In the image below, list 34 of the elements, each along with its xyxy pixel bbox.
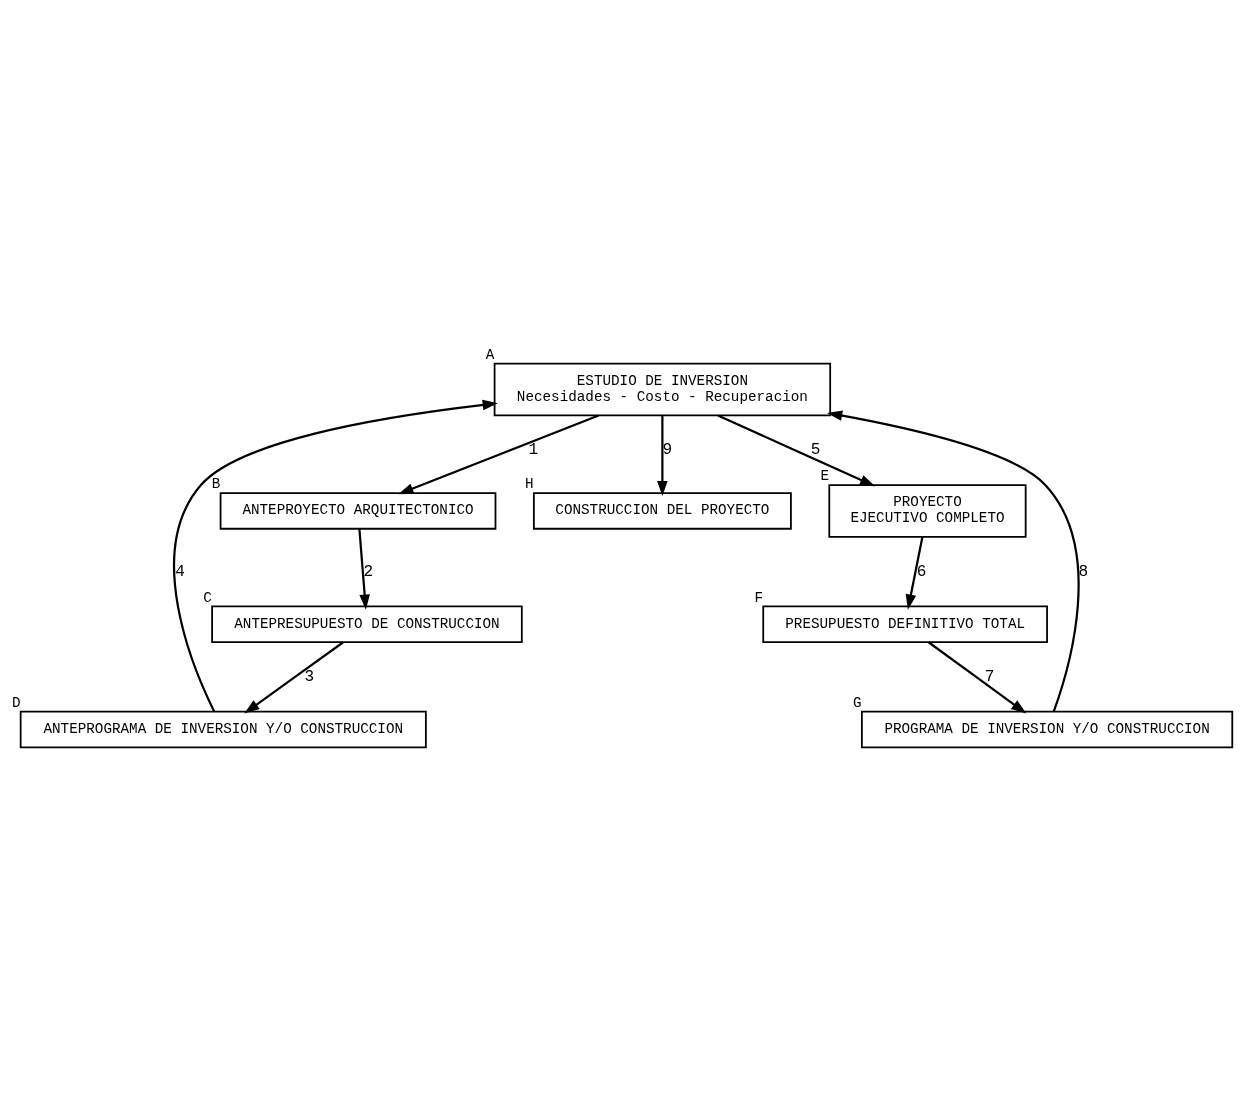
node-label: C <box>203 589 212 606</box>
node-label: F <box>754 589 764 606</box>
arrow <box>827 409 1080 712</box>
node-label: G <box>853 694 862 711</box>
edge-label: 4 <box>175 562 185 581</box>
edge-label: 7 <box>984 667 995 686</box>
node-box: PROYECTO EJECUTIVO COMPLETO <box>828 483 1027 538</box>
arrow <box>717 413 876 486</box>
node-box: ANTEPROGRAMA DE INVERSION Y/O CONSTRUCCION <box>19 710 427 748</box>
arrow <box>927 640 1027 714</box>
arrow <box>244 640 344 714</box>
node-label: B <box>211 475 221 492</box>
node-label: H <box>525 475 534 492</box>
arrow <box>358 528 370 610</box>
node-box: ESTUDIO DE INVERSION Necesidades - Costo - Recuperacion <box>493 362 832 416</box>
edge-label: 5 <box>810 440 821 459</box>
edge-label: 6 <box>916 562 927 581</box>
edge-label: 3 <box>304 667 315 686</box>
arrow <box>398 413 599 494</box>
node-label: D <box>11 694 21 711</box>
edge-label: 2 <box>363 562 374 581</box>
node-box: ANTEPROYECTO ARQUITECTONICO <box>219 491 497 530</box>
node-box: PRESUPUESTO DEFINITIVO TOTAL <box>762 605 1048 643</box>
edge-label: 9 <box>662 440 673 459</box>
node-box: CONSTRUCCION DEL PROYECTO <box>532 491 792 530</box>
edge-label: 1 <box>528 440 539 459</box>
node-label: A <box>485 346 495 363</box>
arrow <box>657 415 668 496</box>
node-box: PROGRAMA DE INVERSION Y/O CONSTRUCCION <box>860 710 1234 748</box>
arrow <box>905 536 924 610</box>
edge-label: 8 <box>1078 562 1089 581</box>
arrow <box>173 399 498 712</box>
node-label: E <box>820 467 830 484</box>
node-box: ANTEPRESUPUESTO DE CONSTRUCCION <box>211 605 523 643</box>
